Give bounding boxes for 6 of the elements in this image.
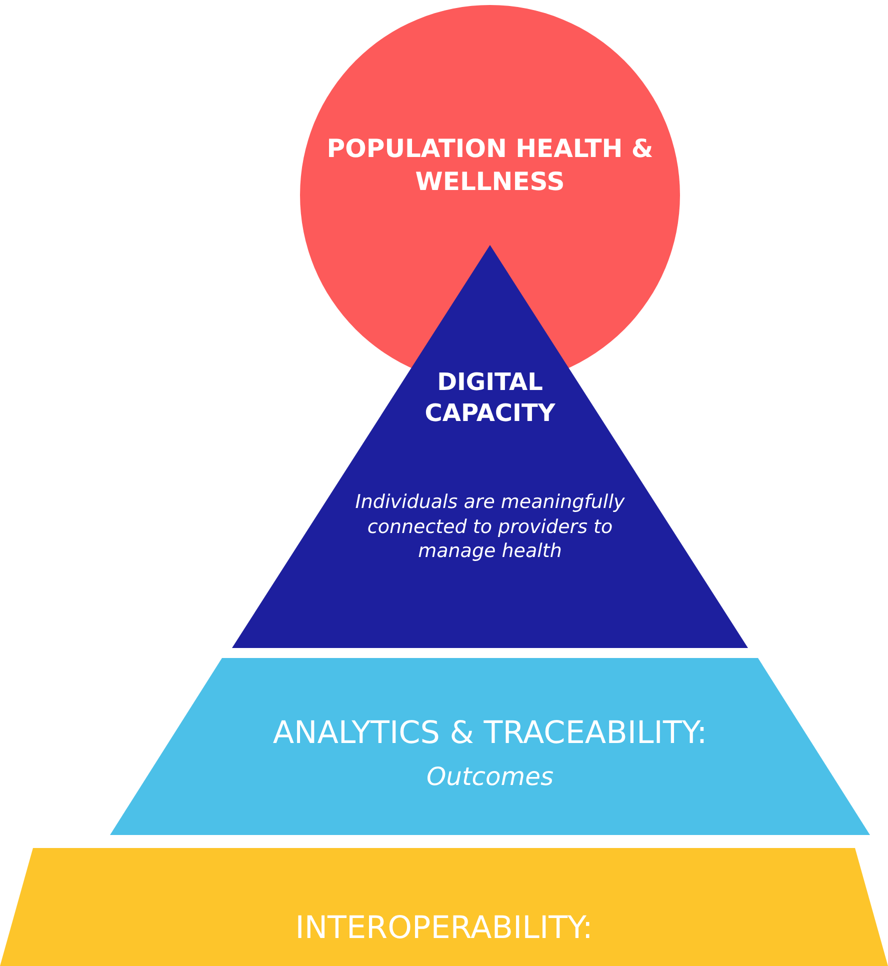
tier-heading: DIGITAL CAPACITY <box>424 367 556 430</box>
tier-subheading: Outcomes <box>425 761 555 793</box>
tier-heading: ANALYTICS & TRACEABILITY: <box>272 714 708 753</box>
tier-description: Individuals are meaningfully connected to providers to manage health <box>354 490 626 564</box>
tier-heading: INTEROPERABILITY: <box>294 909 594 948</box>
circle-heading: POPULATION HEALTH & WELLNESS <box>326 133 654 198</box>
